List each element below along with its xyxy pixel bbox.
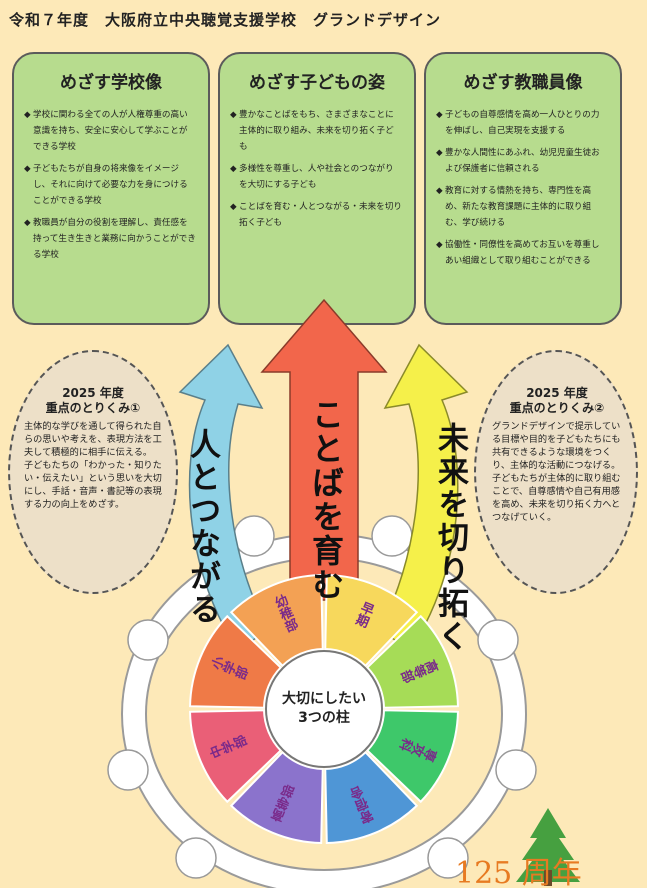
arrow-right-label: 未来を切り拓く	[432, 422, 468, 653]
bullet: ◆	[436, 148, 443, 158]
list-item: ◆子どもの自尊感情を高め一人ひとりの力を伸ばし、自己実現を支援する	[436, 107, 608, 139]
list-item: ◆教育に対する情熱を持ち、専門性を高め、新たな教育課題に主体的に取り組む、学び続…	[436, 183, 608, 231]
focus-year: 2025 年度	[526, 386, 588, 400]
center-circle: 大切にしたい 3つの柱	[265, 650, 383, 768]
wheel-segment	[324, 574, 419, 668]
item-text: 協働性・同僚性を高めてお互いを尊重しあい組織として取り組むことができる	[445, 240, 600, 266]
bullet: ◆	[230, 202, 237, 212]
wheel-segment	[324, 750, 419, 844]
arrow-left-label: 人とつながる	[184, 428, 220, 626]
focus-text: 子どもたちが主体的に取り組むことで、自尊感情や自己有用感を高め、未来を切り拓く力…	[492, 473, 621, 523]
bullet: ◆	[24, 110, 31, 120]
person-head	[107, 749, 149, 791]
list-item: ◆協働性・同僚性を高めてお互いを尊重しあい組織として取り組むことができる	[436, 237, 608, 269]
person-head	[127, 619, 169, 661]
page-title: 令和７年度 大阪府立中央聴覚支援学校 グランドデザイン	[9, 11, 442, 29]
bullet: ◆	[436, 240, 443, 250]
list-item: ◆多様性を尊重し、人や社会とのつながりを大切にする子ども	[230, 161, 402, 193]
wheel-segment	[229, 750, 324, 844]
focus-text: 主体的な学びを通して得られた自らの思いや考えを、表現方法を工夫して積極的に相手に…	[24, 421, 162, 458]
item-text: ことばを育む・人とつながる・未来を切り拓く子ども	[239, 202, 402, 228]
child-vision-box: めざす子どもの姿 ◆豊かなことばをもち、さまざまなことに主体的に取り組み、未来を…	[218, 52, 416, 325]
box-heading: めざす教職員像	[463, 73, 583, 93]
bullet: ◆	[24, 218, 31, 228]
item-text: 学校に関わる全ての人が人権尊重の高い意識を持ち、安全に安心して学ぶことができる学…	[33, 110, 188, 152]
center-line-1: 大切にしたい	[282, 691, 366, 707]
focus-right-oval: 2025 年度 重点のとりくみ② グランドデザインで提示している目標や目的を子ど…	[474, 350, 638, 594]
item-text: 教職員が自分の役割を理解し、責任感を持って生き生きと業務に向かうことができる学校	[33, 218, 196, 260]
item-text: 豊かな人間性にあふれ、幼児児童生徒および保護者に信頼される	[445, 148, 600, 174]
bullet: ◆	[436, 110, 443, 120]
bullet: ◆	[230, 164, 237, 174]
box-heading: めざす子どもの姿	[249, 73, 385, 93]
arrow-middle-shape	[260, 298, 388, 601]
focus-heading: 重点のとりくみ①	[45, 401, 141, 415]
item-text: 多様性を尊重し、人や社会とのつながりを大切にする子ども	[239, 164, 394, 190]
arrow-right-shape	[379, 343, 469, 652]
list-item: ◆学校に関わる全ての人が人権尊重の高い意識を持ち、安全に安心して学ぶことができる…	[24, 107, 196, 155]
arrow-left-shape	[178, 343, 269, 652]
bullet: ◆	[24, 164, 31, 174]
focus-text: 子どもたちの「わかった・知りたい・伝えたい」という思いを大切にし、手話・音声・書…	[24, 460, 162, 510]
wheel-segment	[365, 614, 459, 709]
list-item: ◆子どもたちが自身の将来像をイメージし、それに向けて必要な力を身につけることがで…	[24, 161, 196, 209]
wheel-segment	[365, 709, 459, 804]
person-head	[233, 515, 275, 557]
list-item: ◆豊かなことばをもち、さまざまなことに主体的に取り組み、未来を切り拓く子ども	[230, 107, 402, 155]
school-vision-box: めざす学校像 ◆学校に関わる全ての人が人権尊重の高い意識を持ち、安全に安心して学…	[12, 52, 210, 325]
person-head	[371, 515, 413, 557]
wheel-segment	[189, 709, 283, 804]
person-head	[477, 619, 519, 661]
item-text: 子どもの自尊感情を高め一人ひとりの力を伸ばし、自己実現を支援する	[445, 110, 600, 136]
teacher-vision-box: めざす教職員像 ◆子どもの自尊感情を高め一人ひとりの力を伸ばし、自己実現を支援す…	[424, 52, 622, 325]
center-line-2: 3つの柱	[298, 710, 350, 726]
focus-text: グランドデザインで提示している目標や目的を子どもたちにも共有できるような環境をつ…	[492, 421, 621, 471]
focus-year: 2025 年度	[62, 386, 124, 400]
person-head	[495, 749, 537, 791]
list-item: ◆ことばを育む・人とつながる・未来を切り拓く子ども	[230, 199, 402, 231]
anniversary-label: 125 周年	[455, 856, 582, 888]
bullet: ◆	[436, 186, 443, 196]
list-item: ◆教職員が自分の役割を理解し、責任感を持って生き生きと業務に向かうことができる学…	[24, 215, 196, 263]
wheel: 幼稚部早期高等部専攻科寄宿舎高等部中学部小学部	[189, 574, 459, 844]
tree-logo	[516, 808, 580, 886]
list-item: ◆豊かな人間性にあふれ、幼児児童生徒および保護者に信頼される	[436, 145, 608, 177]
focus-left-oval: 2025 年度 重点のとりくみ① 主体的な学びを通して得られた自らの思いや考えを…	[8, 350, 178, 594]
focus-heading: 重点のとりくみ②	[509, 401, 605, 415]
person-head	[427, 837, 469, 879]
box-heading: めざす学校像	[60, 73, 162, 93]
bullet: ◆	[230, 110, 237, 120]
item-text: 教育に対する情熱を持ち、専門性を高め、新たな教育課題に主体的に取り組む、学び続け…	[445, 186, 592, 228]
arrow-middle-label: ことばを育む	[307, 398, 345, 602]
person-head	[175, 837, 217, 879]
item-text: 子どもたちが自身の将来像をイメージし、それに向けて必要な力を身につけることができ…	[33, 164, 188, 206]
item-text: 豊かなことばをもち、さまざまなことに主体的に取り組み、未来を切り拓く子ども	[239, 110, 394, 152]
